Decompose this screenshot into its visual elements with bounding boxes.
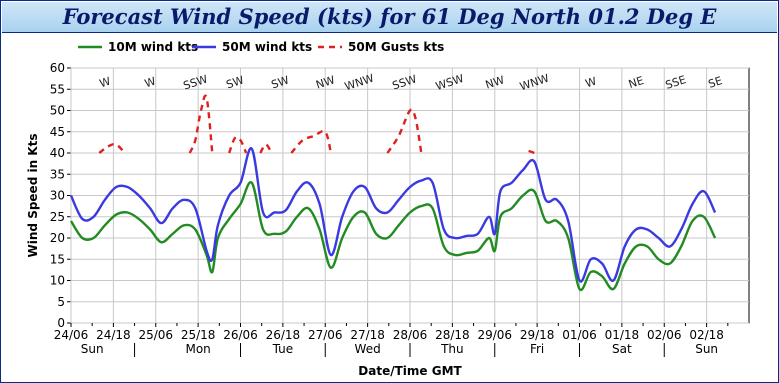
direction-label: W — [98, 75, 112, 91]
day-label: Sun — [695, 342, 718, 356]
y-tick-label: 20 — [50, 231, 65, 245]
x-tick-label: 26/18 — [266, 328, 301, 342]
gust-segment — [188, 94, 214, 154]
day-label: Tue — [272, 342, 294, 356]
x-tick-label: 02/06 — [647, 328, 682, 342]
x-tick-label: 24/18 — [96, 328, 131, 342]
y-tick-label: 5 — [57, 295, 65, 309]
y-tick-label: 30 — [50, 189, 65, 203]
x-tick-label: 01/06 — [562, 328, 597, 342]
y-tick-label: 15 — [50, 252, 65, 266]
y-tick-label: 60 — [50, 61, 65, 75]
day-label: Thu — [440, 342, 464, 356]
x-tick-label: 28/06 — [393, 328, 428, 342]
direction-label: SW — [270, 73, 291, 91]
x-tick-label: 01/18 — [605, 328, 640, 342]
gust-segment — [259, 143, 273, 154]
day-label: Wed — [355, 342, 381, 356]
direction-label: NE — [627, 74, 646, 91]
legend-label: 10M wind kts — [108, 40, 198, 54]
day-label: Sat — [612, 342, 632, 356]
y-tick-label: 50 — [50, 104, 65, 118]
legend-label: 50M Gusts kts — [348, 40, 444, 54]
direction-label: W — [584, 75, 598, 91]
direction-label: NW — [314, 73, 336, 91]
direction-label: SSE — [664, 73, 688, 92]
x-tick-label: 25/18 — [181, 328, 216, 342]
x-tick-label: 29/18 — [520, 328, 555, 342]
y-axis-title: Wind Speed in Kts — [26, 134, 40, 258]
y-tick-label: 45 — [50, 125, 65, 139]
title-bar: Forecast Wind Speed (kts) for 61 Deg Nor… — [2, 2, 777, 33]
y-tick-label: 40 — [50, 146, 65, 160]
chart-title: Forecast Wind Speed (kts) for 61 Deg Nor… — [62, 4, 717, 29]
x-tick-label: 27/18 — [350, 328, 385, 342]
x-tick-label: 24/06 — [54, 328, 89, 342]
y-tick-label: 0 — [57, 316, 65, 330]
x-tick-label: 02/18 — [689, 328, 724, 342]
y-tick-label: 25 — [50, 210, 65, 224]
gust-segment — [290, 129, 333, 154]
x-tick-label: 25/06 — [138, 328, 173, 342]
direction-label: SW — [225, 73, 246, 91]
legend-label: 50M wind kts — [222, 40, 312, 54]
direction-label: W — [143, 75, 157, 91]
day-label: Fri — [530, 342, 544, 356]
series-line-10m-wind-kts — [69, 181, 717, 292]
direction-label: NW — [484, 73, 506, 91]
series-line-50m-wind-kts — [69, 147, 717, 283]
x-tick-label: 28/18 — [435, 328, 470, 342]
gust-segment — [386, 108, 423, 154]
direction-label: SE — [707, 74, 724, 91]
day-label: Mon — [185, 342, 210, 356]
day-label: Sun — [81, 342, 104, 356]
gust-segment — [98, 142, 126, 154]
y-tick-label: 35 — [50, 167, 65, 181]
x-tick-label: 29/06 — [477, 328, 512, 342]
gust-segment — [528, 149, 535, 155]
x-axis-title: Date/Time GMT — [358, 364, 462, 378]
y-tick-label: 10 — [50, 274, 65, 288]
x-tick-label: 26/06 — [223, 328, 258, 342]
y-tick-label: 55 — [50, 82, 65, 96]
x-tick-label: 27/06 — [308, 328, 343, 342]
